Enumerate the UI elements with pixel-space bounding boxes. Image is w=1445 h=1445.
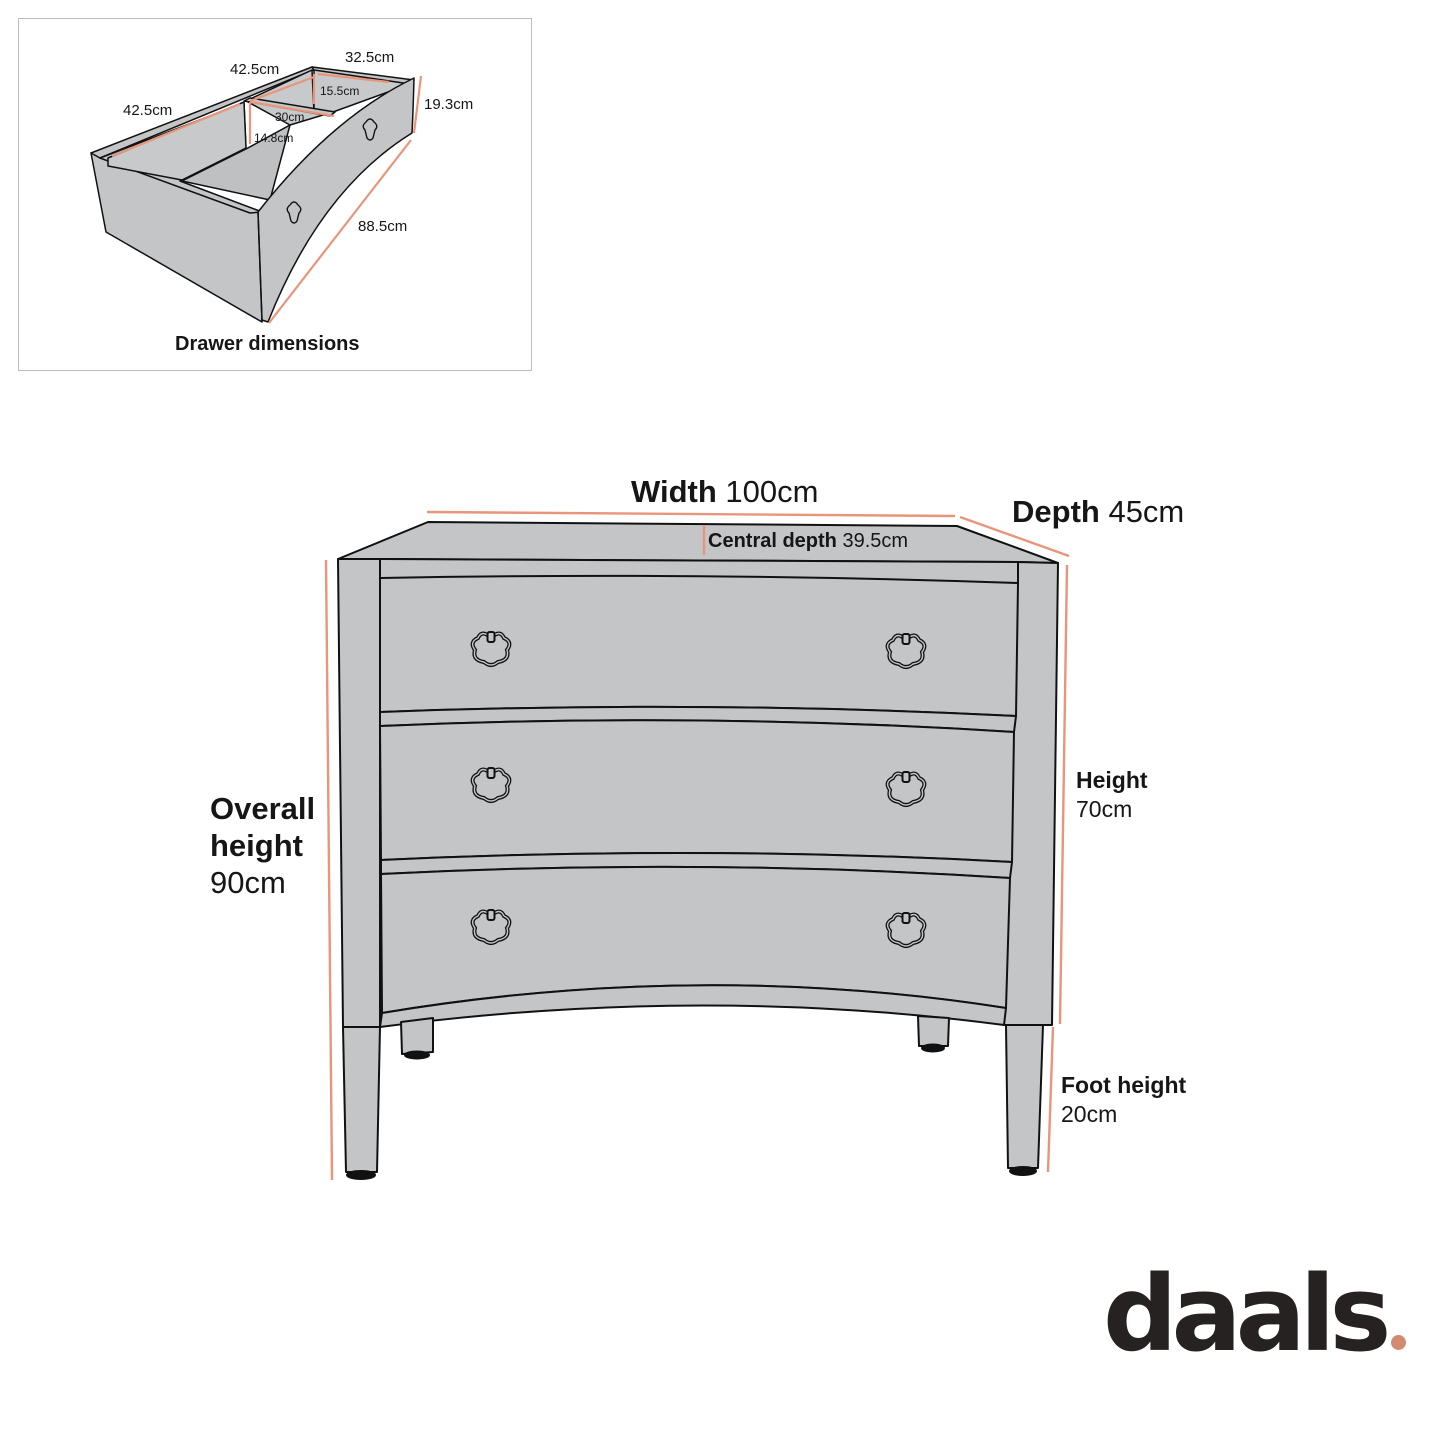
- drawer-side-length-label: 42.5cm: [123, 102, 173, 119]
- overall-height-label-line2: height: [210, 828, 303, 864]
- central-depth-label-value: 39.5cm: [842, 530, 909, 552]
- central-depth-label-title: Central depth: [708, 530, 837, 552]
- depth-line: [959, 515, 1070, 558]
- drawer-illustration: [90, 66, 415, 323]
- drawer-divider-width-label: 30cm: [275, 110, 305, 124]
- overall-height-label-value: 90cm: [210, 865, 286, 901]
- height-label: Height 70cm: [1076, 766, 1148, 824]
- drawer-dimension-lines: [111, 72, 423, 324]
- depth-label: Depth 45cm: [1012, 494, 1184, 530]
- overall-height-label-line1: Overall: [210, 791, 316, 826]
- drawer-dimensions-panel: [18, 18, 532, 371]
- width-label-title: Width: [631, 474, 717, 509]
- foot-height-label-title: Foot height: [1061, 1072, 1187, 1098]
- central-depth-label: Central depth 39.5cm: [708, 530, 908, 553]
- main-dimension-lines: [324, 510, 1070, 1181]
- height-label-value: 70cm: [1076, 795, 1133, 822]
- foot-height-label: Foot height 20cm: [1061, 1071, 1186, 1129]
- drawer-dimensions-caption: Drawer dimensions: [175, 333, 360, 355]
- foot-height-label-value: 20cm: [1061, 1100, 1118, 1127]
- depth-label-title: Depth: [1012, 494, 1100, 529]
- brand-logo-text: daals: [1103, 1253, 1391, 1375]
- overall-height-label: Overall height 90cm: [210, 790, 315, 902]
- drawer-front-length-label: 88.5cm: [358, 218, 408, 235]
- brand-logo-dot: [1391, 1335, 1407, 1350]
- drawer-top-back-length-label: 42.5cm: [230, 61, 280, 78]
- overall-height-line: [324, 559, 334, 1181]
- width-line: [426, 510, 956, 518]
- foot-height-line: [1046, 1026, 1055, 1173]
- chest-of-drawers-illustration: [337, 521, 1059, 1180]
- drawer-inner-front-height-label: 14.8cm: [254, 131, 294, 145]
- drawer-inner-rear-height-label: 15.5cm: [320, 84, 360, 98]
- drawer-height-label: 19.3cm: [424, 96, 474, 113]
- depth-label-value: 45cm: [1108, 494, 1185, 529]
- height-line: [1058, 564, 1069, 1025]
- brand-logo: daals: [1103, 1262, 1407, 1366]
- height-label-title: Height: [1076, 767, 1148, 793]
- drawer-back-width-label: 32.5cm: [345, 49, 395, 66]
- width-label-value: 100cm: [725, 474, 819, 509]
- width-label: Width 100cm: [631, 474, 818, 510]
